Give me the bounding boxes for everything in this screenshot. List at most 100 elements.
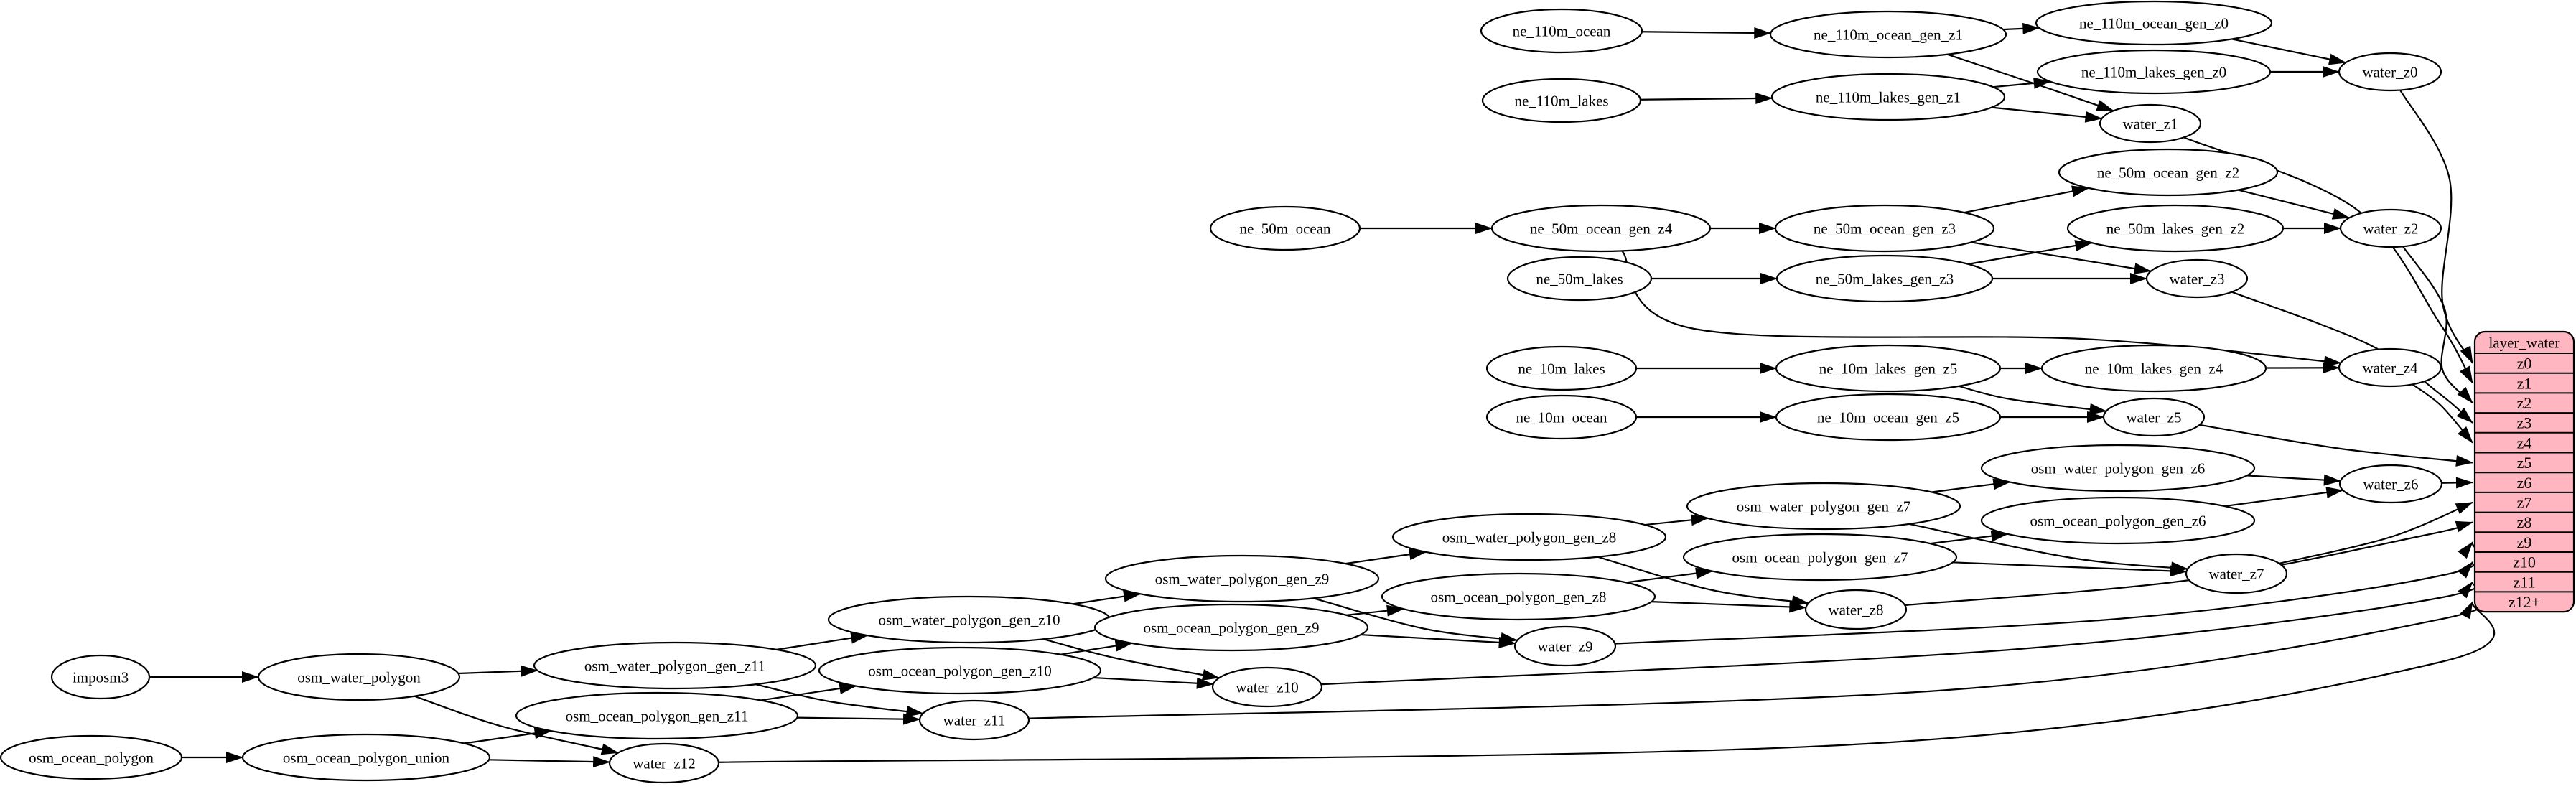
node-osm_water_polygon_gen_z7: osm_water_polygon_gen_z7 [1686, 482, 1961, 531]
edge-osm_water_polygon_gen_z10-to-water_z10 [1042, 638, 1221, 681]
table-row-z11: z11 [2514, 573, 2536, 591]
edge-osm_ocean_polygon_gen_z11-to-water_z11 [797, 713, 921, 725]
node-ellipse-ne_10m_lakes_gen_z5 [1775, 344, 2002, 393]
node-ellipse-water_z9 [1513, 625, 1617, 667]
node-ellipse-ne_50m_lakes_gen_z2 [2066, 204, 2285, 253]
edge-ne_110m_lakes_gen_z1-to-water_z1 [1992, 106, 2103, 123]
node-label-ne_10m_ocean_gen_z5: ne_10m_ocean_gen_z5 [1817, 408, 1959, 426]
node-ellipse-osm_ocean_polygon_gen_z11 [515, 691, 799, 740]
edge-water_z4-to-table-z4 [2412, 383, 2473, 444]
node-water_z0: water_z0 [2338, 52, 2442, 92]
node-label-ne_10m_lakes_gen_z4: ne_10m_lakes_gen_z4 [2085, 360, 2223, 377]
node-osm_ocean_polygon_union: osm_ocean_polygon_union [241, 733, 491, 782]
node-water_z5: water_z5 [2102, 397, 2206, 437]
edge-osm_ocean_polygon_gen_z8-to-water_z8 [1651, 600, 1807, 613]
edge-osm_ocean_polygon_gen_z7-to-water_z7 [1952, 561, 2188, 577]
layer-water-table-title: layer_water [2488, 334, 2559, 351]
node-osm_ocean_polygon: osm_ocean_polygon [0, 734, 183, 780]
edge-ne_50m_ocean_gen_z3-to-ne_50m_ocean_gen_z2 [1964, 185, 2090, 214]
node-water_z7: water_z7 [2185, 553, 2288, 594]
node-ellipse-ne_110m_ocean_gen_z1 [1769, 10, 2007, 59]
edge-ne_10m_lakes_gen_z5-to-water_z5 [1958, 385, 2107, 415]
node-ne_110m_lakes_gen_z1: ne_110m_lakes_gen_z1 [1770, 73, 2006, 121]
node-ellipse-ne_10m_lakes_gen_z4 [2040, 344, 2267, 393]
node-label-osm_water_polygon_gen_z11: osm_water_polygon_gen_z11 [584, 657, 765, 674]
node-label-osm_water_polygon_gen_z9: osm_water_polygon_gen_z9 [1155, 570, 1330, 587]
node-ellipse-ne_10m_ocean [1485, 394, 1638, 440]
node-ne_110m_ocean_gen_z1: ne_110m_ocean_gen_z1 [1769, 10, 2007, 59]
edge-osm_ocean_polygon_gen_z9-to-water_z9 [1361, 633, 1516, 648]
table-row-z4: z4 [2517, 434, 2532, 452]
node-label-water_z10: water_z10 [1236, 678, 1298, 696]
edge-ne_110m_ocean_gen_z1-to-ne_110m_ocean_gen_z0 [2003, 22, 2040, 34]
node-label-ne_10m_lakes_gen_z5: ne_10m_lakes_gen_z5 [1819, 360, 1957, 377]
node-water_z1: water_z1 [2099, 103, 2202, 144]
node-label-osm_water_polygon_gen_z6: osm_water_polygon_gen_z6 [2031, 459, 2206, 477]
node-ellipse-ne_50m_lakes [1506, 256, 1653, 302]
edge-ne_110m_lakes_gen_z1-to-ne_110m_lakes_gen_z0 [1993, 77, 2051, 89]
node-osm_water_polygon_gen_z11: osm_water_polygon_gen_z11 [533, 641, 817, 690]
edge-osm_water_polygon_gen_z9-to-osm_water_polygon_gen_z8 [1345, 548, 1427, 565]
table-row-z9: z9 [2517, 533, 2532, 551]
node-label-water_z7: water_z7 [2209, 565, 2264, 582]
edge-osm_water_polygon_gen_z7-to-osm_water_polygon_gen_z6 [1931, 478, 2011, 493]
edge-water_z6-to-table-z6 [2441, 477, 2473, 489]
edge-osm_water_polygon_gen_z11-to-osm_water_polygon_gen_z10 [776, 632, 869, 650]
edge-osm_water_polygon_gen_z11-to-water_z11 [755, 683, 924, 717]
node-ellipse-osm_water_polygon_gen_z8 [1391, 513, 1667, 561]
node-label-ne_110m_ocean_gen_z0: ne_110m_ocean_gen_z0 [2079, 14, 2229, 32]
node-ellipse-ne_50m_ocean_gen_z4 [1490, 204, 1712, 253]
node-ne_50m_ocean_gen_z3: ne_50m_ocean_gen_z3 [1774, 204, 1995, 253]
node-ellipse-osm_water_polygon_gen_z9 [1104, 554, 1380, 603]
edge-osm_ocean_polygon_gen_z10-to-osm_ocean_polygon_gen_z9 [1060, 640, 1133, 655]
edge-osm_water_polygon_gen_z8-to-water_z8 [1597, 556, 1809, 607]
node-label-ne_10m_lakes: ne_10m_lakes [1518, 360, 1605, 377]
node-ellipse-water_z11 [918, 699, 1030, 741]
edge-water_z2-to-table-z2 [2402, 246, 2473, 404]
node-label-water_z2: water_z2 [2363, 220, 2419, 237]
node-ellipse-ne_10m_ocean_gen_z5 [1775, 393, 2002, 442]
node-ellipse-water_z4 [2338, 347, 2442, 388]
node-label-osm_ocean_polygon_gen_z6: osm_ocean_polygon_gen_z6 [2030, 512, 2206, 529]
node-ellipse-water_z2 [2339, 208, 2442, 248]
edge-water_z5-to-table-z5 [2199, 424, 2473, 467]
node-ellipse-ne_110m_lakes [1481, 78, 1642, 123]
node-ne_110m_ocean_gen_z0: ne_110m_ocean_gen_z0 [2035, 0, 2273, 46]
node-ellipse-ne_110m_lakes_gen_z0 [2036, 49, 2272, 95]
node-ellipse-osm_ocean_polygon_gen_z6 [1980, 496, 2256, 545]
node-label-osm_ocean_polygon_gen_z8: osm_ocean_polygon_gen_z8 [1431, 588, 1607, 605]
table-row-z1: z1 [2517, 374, 2532, 392]
edge-osm_ocean_polygon_gen_z7-to-osm_ocean_polygon_gen_z6 [1930, 530, 2009, 545]
node-water_z9: water_z9 [1513, 625, 1617, 667]
node-water_z3: water_z3 [2145, 258, 2249, 299]
node-label-water_z12: water_z12 [633, 755, 695, 772]
node-ellipse-water_z8 [1804, 589, 1908, 630]
node-ellipse-osm_ocean_polygon_gen_z8 [1381, 572, 1656, 621]
node-label-ne_110m_lakes_gen_z0: ne_110m_lakes_gen_z0 [2081, 63, 2226, 80]
edge-ne_50m_ocean_gen_z3-to-water_z3 [1971, 241, 2152, 274]
node-ne_110m_lakes: ne_110m_lakes [1481, 78, 1642, 123]
node-ne_50m_lakes_gen_z2: ne_50m_lakes_gen_z2 [2066, 204, 2285, 253]
node-ne_10m_lakes: ne_10m_lakes [1485, 345, 1638, 391]
edge-osm_water_polygon_gen_z9-to-water_z9 [1313, 597, 1518, 644]
node-label-ne_50m_ocean_gen_z3: ne_50m_ocean_gen_z3 [1814, 220, 1956, 237]
edge-osm_ocean_polygon_union-to-water_z12 [489, 756, 611, 768]
edge-ne_110m_lakes-to-ne_110m_lakes_gen_z1 [1640, 93, 1773, 105]
edge-osm_water_polygon_gen_z6-to-water_z6 [2246, 474, 2341, 486]
edge-osm_ocean_polygon_union-to-osm_ocean_polygon_gen_z11 [464, 727, 552, 744]
node-ne_110m_ocean: ne_110m_ocean [1480, 8, 1643, 54]
edge-osm_ocean_polygon_gen_z9-to-osm_ocean_polygon_gen_z8 [1346, 604, 1404, 617]
node-osm_ocean_polygon_gen_z10: osm_ocean_polygon_gen_z10 [818, 646, 1102, 695]
node-water_z4: water_z4 [2338, 347, 2442, 388]
table-row-z10: z10 [2513, 554, 2536, 571]
node-label-ne_50m_lakes_gen_z2: ne_50m_lakes_gen_z2 [2106, 220, 2244, 237]
node-ellipse-water_z6 [2338, 464, 2443, 504]
node-ellipse-water_z10 [1211, 666, 1323, 708]
node-water_z8: water_z8 [1804, 589, 1908, 630]
node-water_z11: water_z11 [918, 699, 1030, 741]
node-ellipse-osm_water_polygon_gen_z6 [1980, 444, 2256, 492]
node-ellipse-ne_110m_ocean_gen_z0 [2035, 0, 2273, 46]
node-ne_10m_lakes_gen_z4: ne_10m_lakes_gen_z4 [2040, 344, 2267, 393]
